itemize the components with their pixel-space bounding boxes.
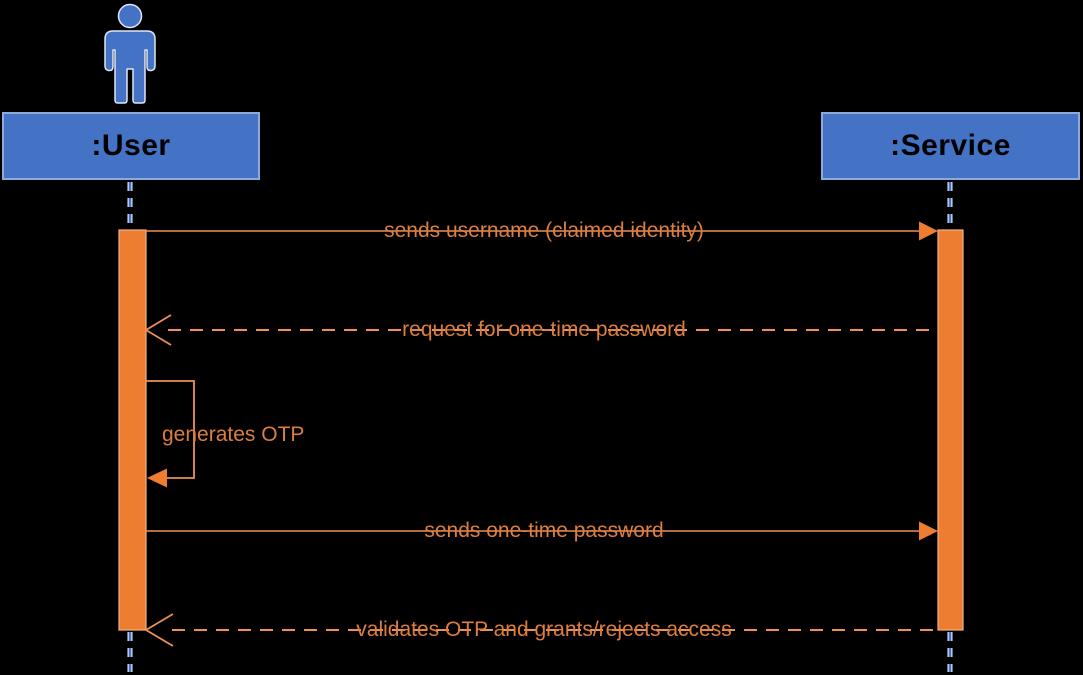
lifeline-label-user: :User [91, 129, 171, 162]
lifeline-head-service: :Service [821, 112, 1080, 180]
message-arrow-sends-otp [146, 521, 938, 541]
user-activation-bar [118, 229, 147, 631]
person-icon [104, 3, 156, 104]
lifeline-label-service: :Service [890, 129, 1011, 162]
lifeline-head-user: :User [2, 112, 260, 180]
message-arrow-request-otp [145, 314, 938, 346]
message-arrow-generates-otp [146, 380, 195, 488]
message-arrow-validates-otp [145, 613, 938, 647]
message-arrow-sends-username [146, 221, 938, 241]
service-activation-bar [937, 229, 964, 631]
